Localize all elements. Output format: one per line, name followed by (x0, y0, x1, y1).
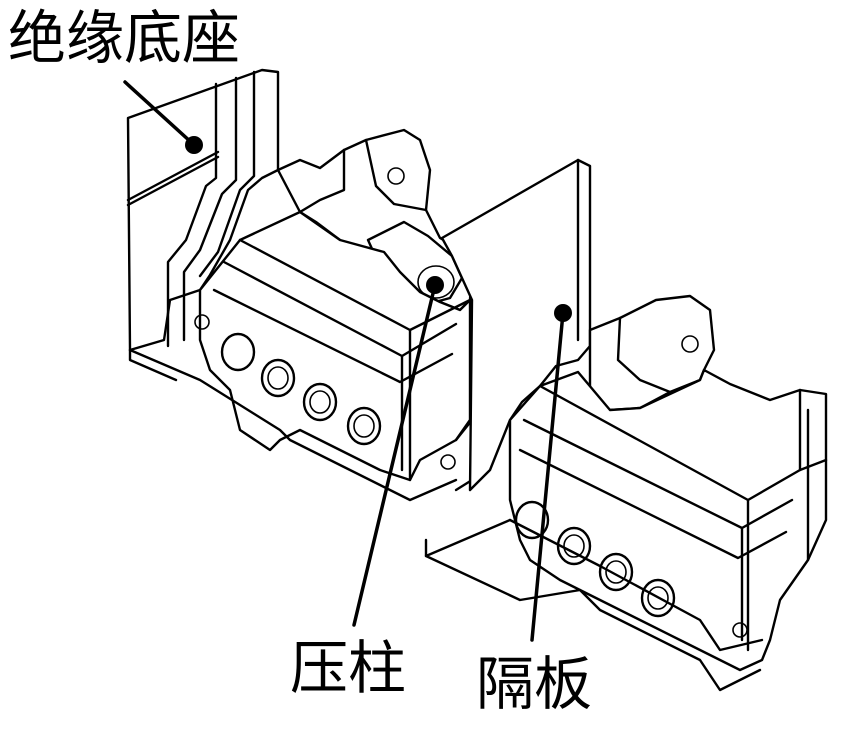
label-insulating-base: 绝缘底座 (8, 4, 240, 72)
pressing-post-marker-dot (426, 276, 444, 294)
left-screw-hole-4 (346, 406, 382, 446)
leader-insulating-base (123, 80, 203, 154)
right-screw-hole-2 (556, 526, 592, 566)
right-block-body (508, 368, 828, 672)
left-screw-hole-3 (302, 382, 338, 422)
insulating-base-marker-dot (185, 136, 203, 154)
leader-pressing-post (352, 276, 444, 627)
right-screw-hole-1 (514, 500, 550, 540)
left-screw-hole-2 (260, 358, 296, 398)
left-terminal-module (126, 68, 474, 502)
partition-face (440, 158, 592, 492)
left-screw-hole-1 (220, 332, 256, 372)
left-back-plate (126, 68, 280, 352)
label-pressing-post: 压柱 (290, 634, 406, 702)
partition-marker-dot (554, 304, 572, 322)
partition-plate (440, 158, 592, 492)
right-terminal-module (424, 294, 828, 692)
label-partition: 隔板 (476, 650, 592, 718)
leader-partition (530, 304, 572, 642)
right-screw-hole-3 (598, 552, 634, 592)
